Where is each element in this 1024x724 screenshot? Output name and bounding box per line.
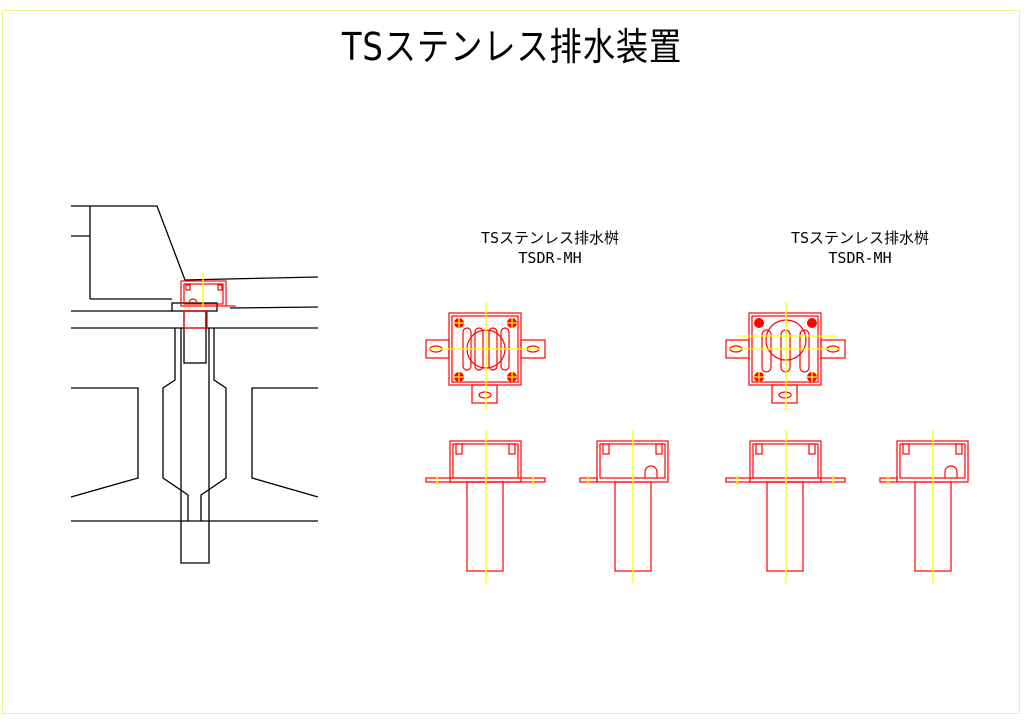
front-elevation	[425, 430, 546, 583]
plan-view	[425, 302, 546, 410]
drawing-frame	[2, 10, 1020, 714]
section-view	[70, 205, 319, 564]
unit-1-drawings	[425, 302, 669, 583]
unit-model: TSDR-MH	[518, 249, 582, 267]
unit-2-drawings	[725, 302, 969, 583]
unit-label-2: TSステンレス排水桝 TSDR-MH	[750, 228, 970, 268]
drawing-title: TSステンレス排水装置	[341, 25, 683, 69]
unit-name: TSステンレス排水桝	[790, 229, 930, 247]
plan-view	[725, 302, 846, 410]
side-elevation	[579, 430, 669, 583]
unit-name: TSステンレス排水桝	[480, 229, 620, 247]
front-elevation	[725, 430, 846, 583]
unit-label-1: TSステンレス排水桝 TSDR-MH	[440, 228, 660, 268]
side-elevation	[879, 430, 969, 583]
drain-unit-section	[180, 274, 236, 329]
unit-model: TSDR-MH	[828, 249, 892, 267]
